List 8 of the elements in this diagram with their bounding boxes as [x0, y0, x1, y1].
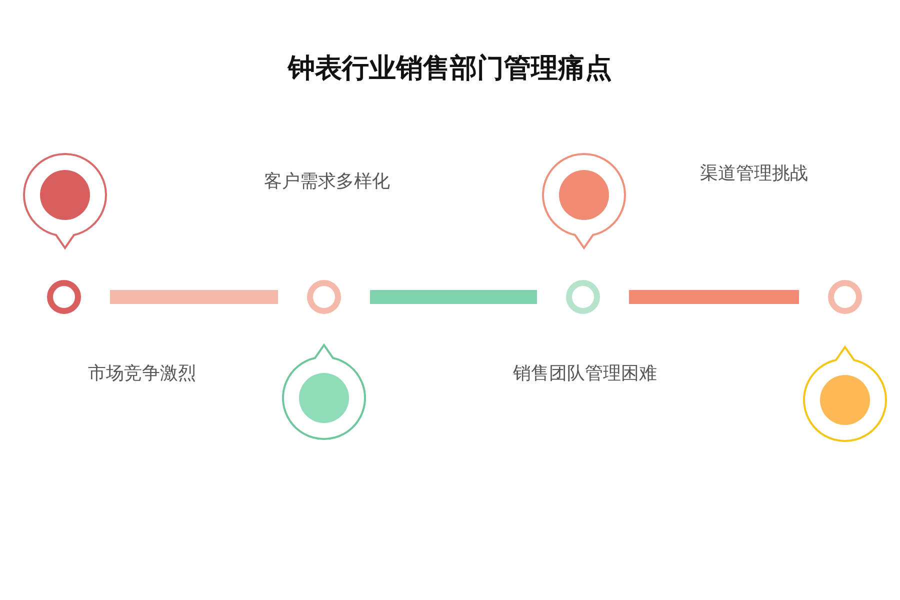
- pain-point-label: 客户需求多样化: [264, 170, 390, 193]
- title: 钟表行业销售部门管理痛点: [288, 52, 612, 86]
- pain-point-label: 市场竞争激烈: [88, 362, 196, 385]
- pain-point-label: 销售团队管理困难: [513, 362, 657, 385]
- connector-bar: [370, 290, 537, 304]
- connector-bar: [629, 290, 799, 304]
- pain-point-label: 渠道管理挑战: [700, 162, 808, 185]
- connector-bar: [110, 290, 278, 304]
